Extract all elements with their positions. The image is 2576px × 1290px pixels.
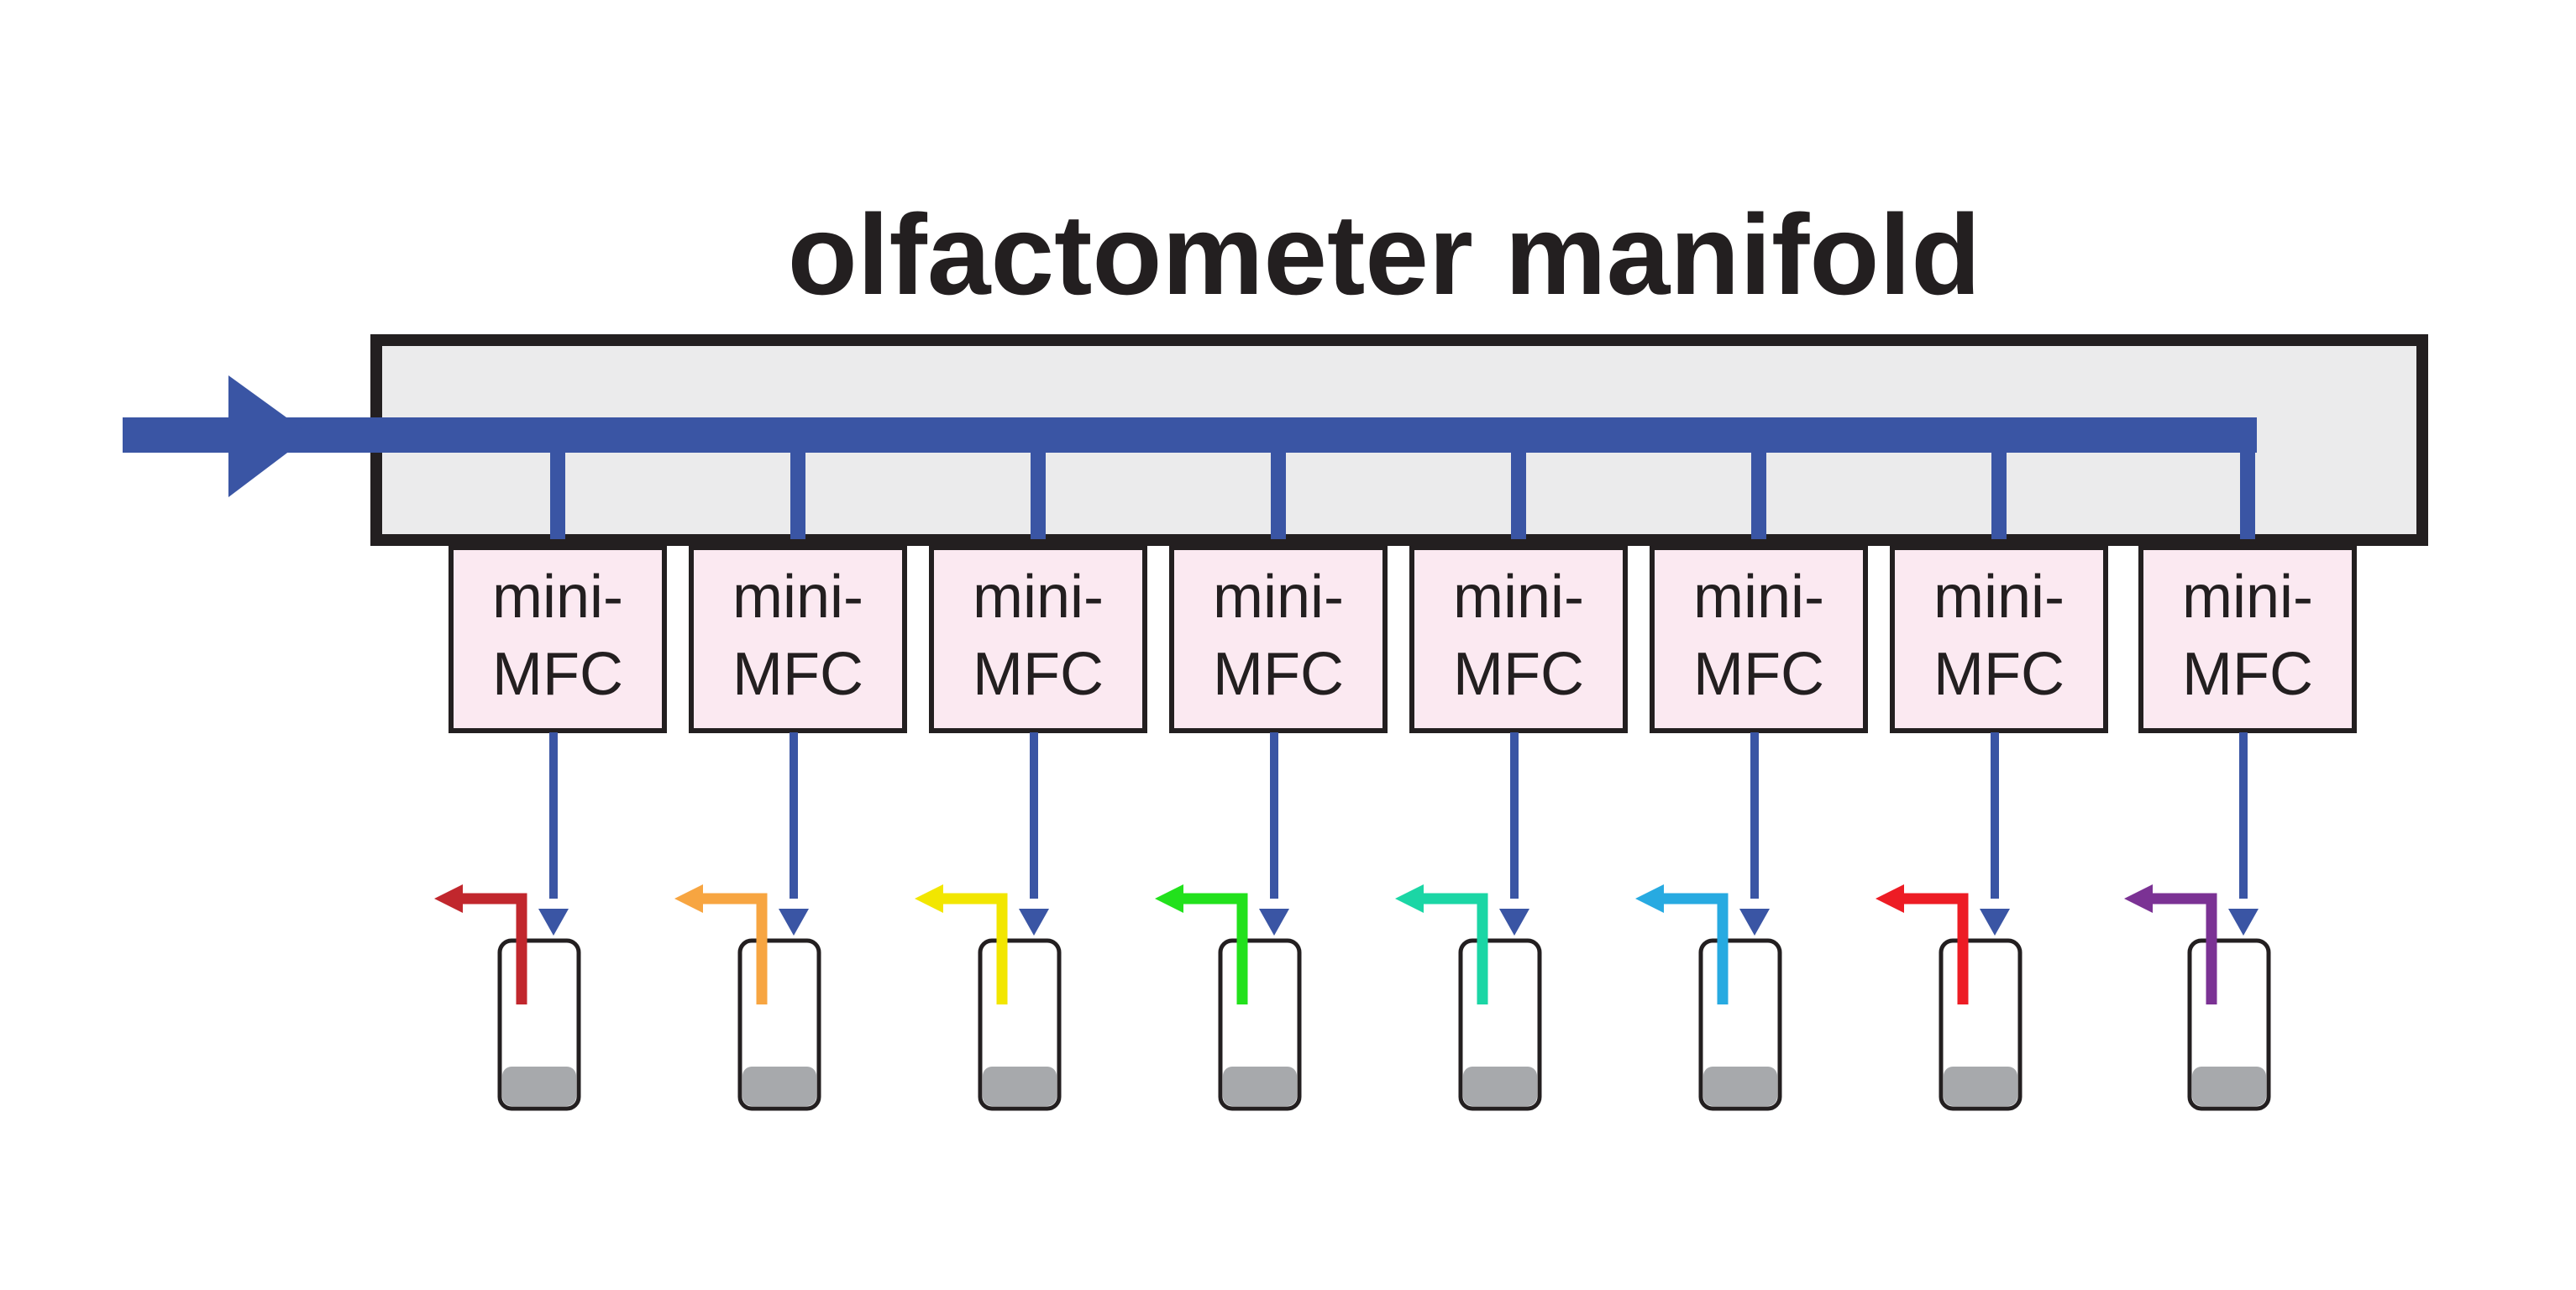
- mfc-unit: mini- MFC: [434, 452, 667, 1111]
- mfc-label-line1: mini-: [1693, 564, 1824, 631]
- odor-outlet-tube: [1664, 893, 1729, 1004]
- mfc-label-line2: MFC: [492, 641, 623, 708]
- mfc-unit: mini- MFC: [1635, 452, 1868, 1111]
- odor-outlet-arrow-icon: [2124, 884, 2153, 913]
- mfc-label-line2: MFC: [1213, 641, 1344, 708]
- mfc-label-line1: mini-: [1453, 564, 1584, 631]
- mfc-unit: mini- MFC: [2124, 452, 2357, 1111]
- mini-mfc-box: [449, 545, 667, 733]
- branch-tube: [790, 452, 805, 539]
- main-flow-line: [123, 417, 2257, 453]
- mfc-label-line1: mini-: [2182, 564, 2313, 631]
- mfc-label-line2: MFC: [1453, 641, 1584, 708]
- vial-liquid: [2192, 1067, 2266, 1106]
- odor-outlet-arrow-icon: [434, 884, 463, 913]
- mini-mfc-box: [2138, 545, 2357, 733]
- vial-liquid: [1703, 1067, 1777, 1106]
- flow-down-arrow-icon: [1499, 909, 1529, 936]
- odor-outlet-tube: [703, 893, 768, 1004]
- branch-tube: [1031, 452, 1046, 539]
- mfc-outlet-tube: [1750, 732, 1759, 899]
- mfc-outlet-tube: [1991, 732, 1999, 899]
- flow-down-arrow-icon: [1019, 909, 1049, 936]
- manifold: [123, 334, 2428, 546]
- flow-down-arrow-icon: [2228, 909, 2259, 936]
- odor-outlet-arrow-icon: [1395, 884, 1424, 913]
- mfc-unit: mini- MFC: [915, 452, 1147, 1111]
- odor-outlet-arrow-icon: [1876, 884, 1904, 913]
- mini-mfc-box: [1169, 545, 1388, 733]
- mfc-label-line1: mini-: [973, 564, 1104, 631]
- mfc-outlet-tube: [2239, 732, 2248, 899]
- odor-outlet-arrow-icon: [674, 884, 703, 913]
- mfc-label-line2: MFC: [1933, 641, 2064, 708]
- branch-tube: [1991, 452, 2007, 539]
- mfc-outlet-tube: [1270, 732, 1278, 899]
- mfc-units: mini- MFC mini- MFC mini- MFC mini- MFC mini- MFC…: [434, 452, 2357, 1111]
- mfc-unit: mini- MFC: [1155, 452, 1388, 1111]
- vial-liquid: [742, 1067, 816, 1106]
- vial-liquid: [1223, 1067, 1297, 1106]
- odor-outlet-tube: [1904, 893, 1969, 1004]
- odor-outlet-arrow-icon: [1155, 884, 1183, 913]
- mfc-outlet-tube: [790, 732, 798, 899]
- flow-down-arrow-icon: [1259, 909, 1289, 936]
- vial-liquid: [983, 1067, 1057, 1106]
- odor-outlet-tube: [1424, 893, 1488, 1004]
- odor-outlet-arrow-icon: [1635, 884, 1664, 913]
- odor-outlet-tube: [463, 893, 527, 1004]
- odor-outlet-tube: [2153, 893, 2217, 1004]
- mfc-label-line1: mini-: [492, 564, 623, 631]
- vial-liquid: [1463, 1067, 1537, 1106]
- branch-tube: [2240, 452, 2255, 539]
- branch-tube: [1271, 452, 1286, 539]
- flow-down-arrow-icon: [1739, 909, 1770, 936]
- odor-outlet-tube: [943, 893, 1008, 1004]
- mfc-label-line1: mini-: [1213, 564, 1344, 631]
- mfc-unit: mini- MFC: [1395, 452, 1628, 1111]
- mfc-outlet-tube: [1510, 732, 1519, 899]
- flow-down-arrow-icon: [1980, 909, 2010, 936]
- mfc-unit: mini- MFC: [674, 452, 907, 1111]
- branch-tube: [1751, 452, 1766, 539]
- mfc-label-line1: mini-: [732, 564, 863, 631]
- vial-liquid: [1944, 1067, 2017, 1106]
- odor-outlet-tube: [1183, 893, 1248, 1004]
- mfc-label-line2: MFC: [1693, 641, 1824, 708]
- mini-mfc-box: [1409, 545, 1628, 733]
- mfc-outlet-tube: [1030, 732, 1038, 899]
- mfc-label-line2: MFC: [2182, 641, 2313, 708]
- vial-liquid: [502, 1067, 576, 1106]
- mini-mfc-box: [1890, 545, 2108, 733]
- branch-tube: [1511, 452, 1526, 539]
- mfc-label-line2: MFC: [973, 641, 1104, 708]
- inlet-arrow-icon: [228, 375, 311, 497]
- mini-mfc-box: [689, 545, 907, 733]
- mfc-label-line2: MFC: [732, 641, 863, 708]
- flow-down-arrow-icon: [779, 909, 809, 936]
- diagram-title: olfactometer manifold: [788, 191, 1981, 318]
- mfc-label-line1: mini-: [1933, 564, 2064, 631]
- odor-outlet-arrow-icon: [915, 884, 943, 913]
- branch-tube: [550, 452, 565, 539]
- flow-down-arrow-icon: [538, 909, 569, 936]
- mini-mfc-box: [1650, 545, 1868, 733]
- mini-mfc-box: [929, 545, 1147, 733]
- mfc-outlet-tube: [549, 732, 558, 899]
- mfc-unit: mini- MFC: [1876, 452, 2108, 1111]
